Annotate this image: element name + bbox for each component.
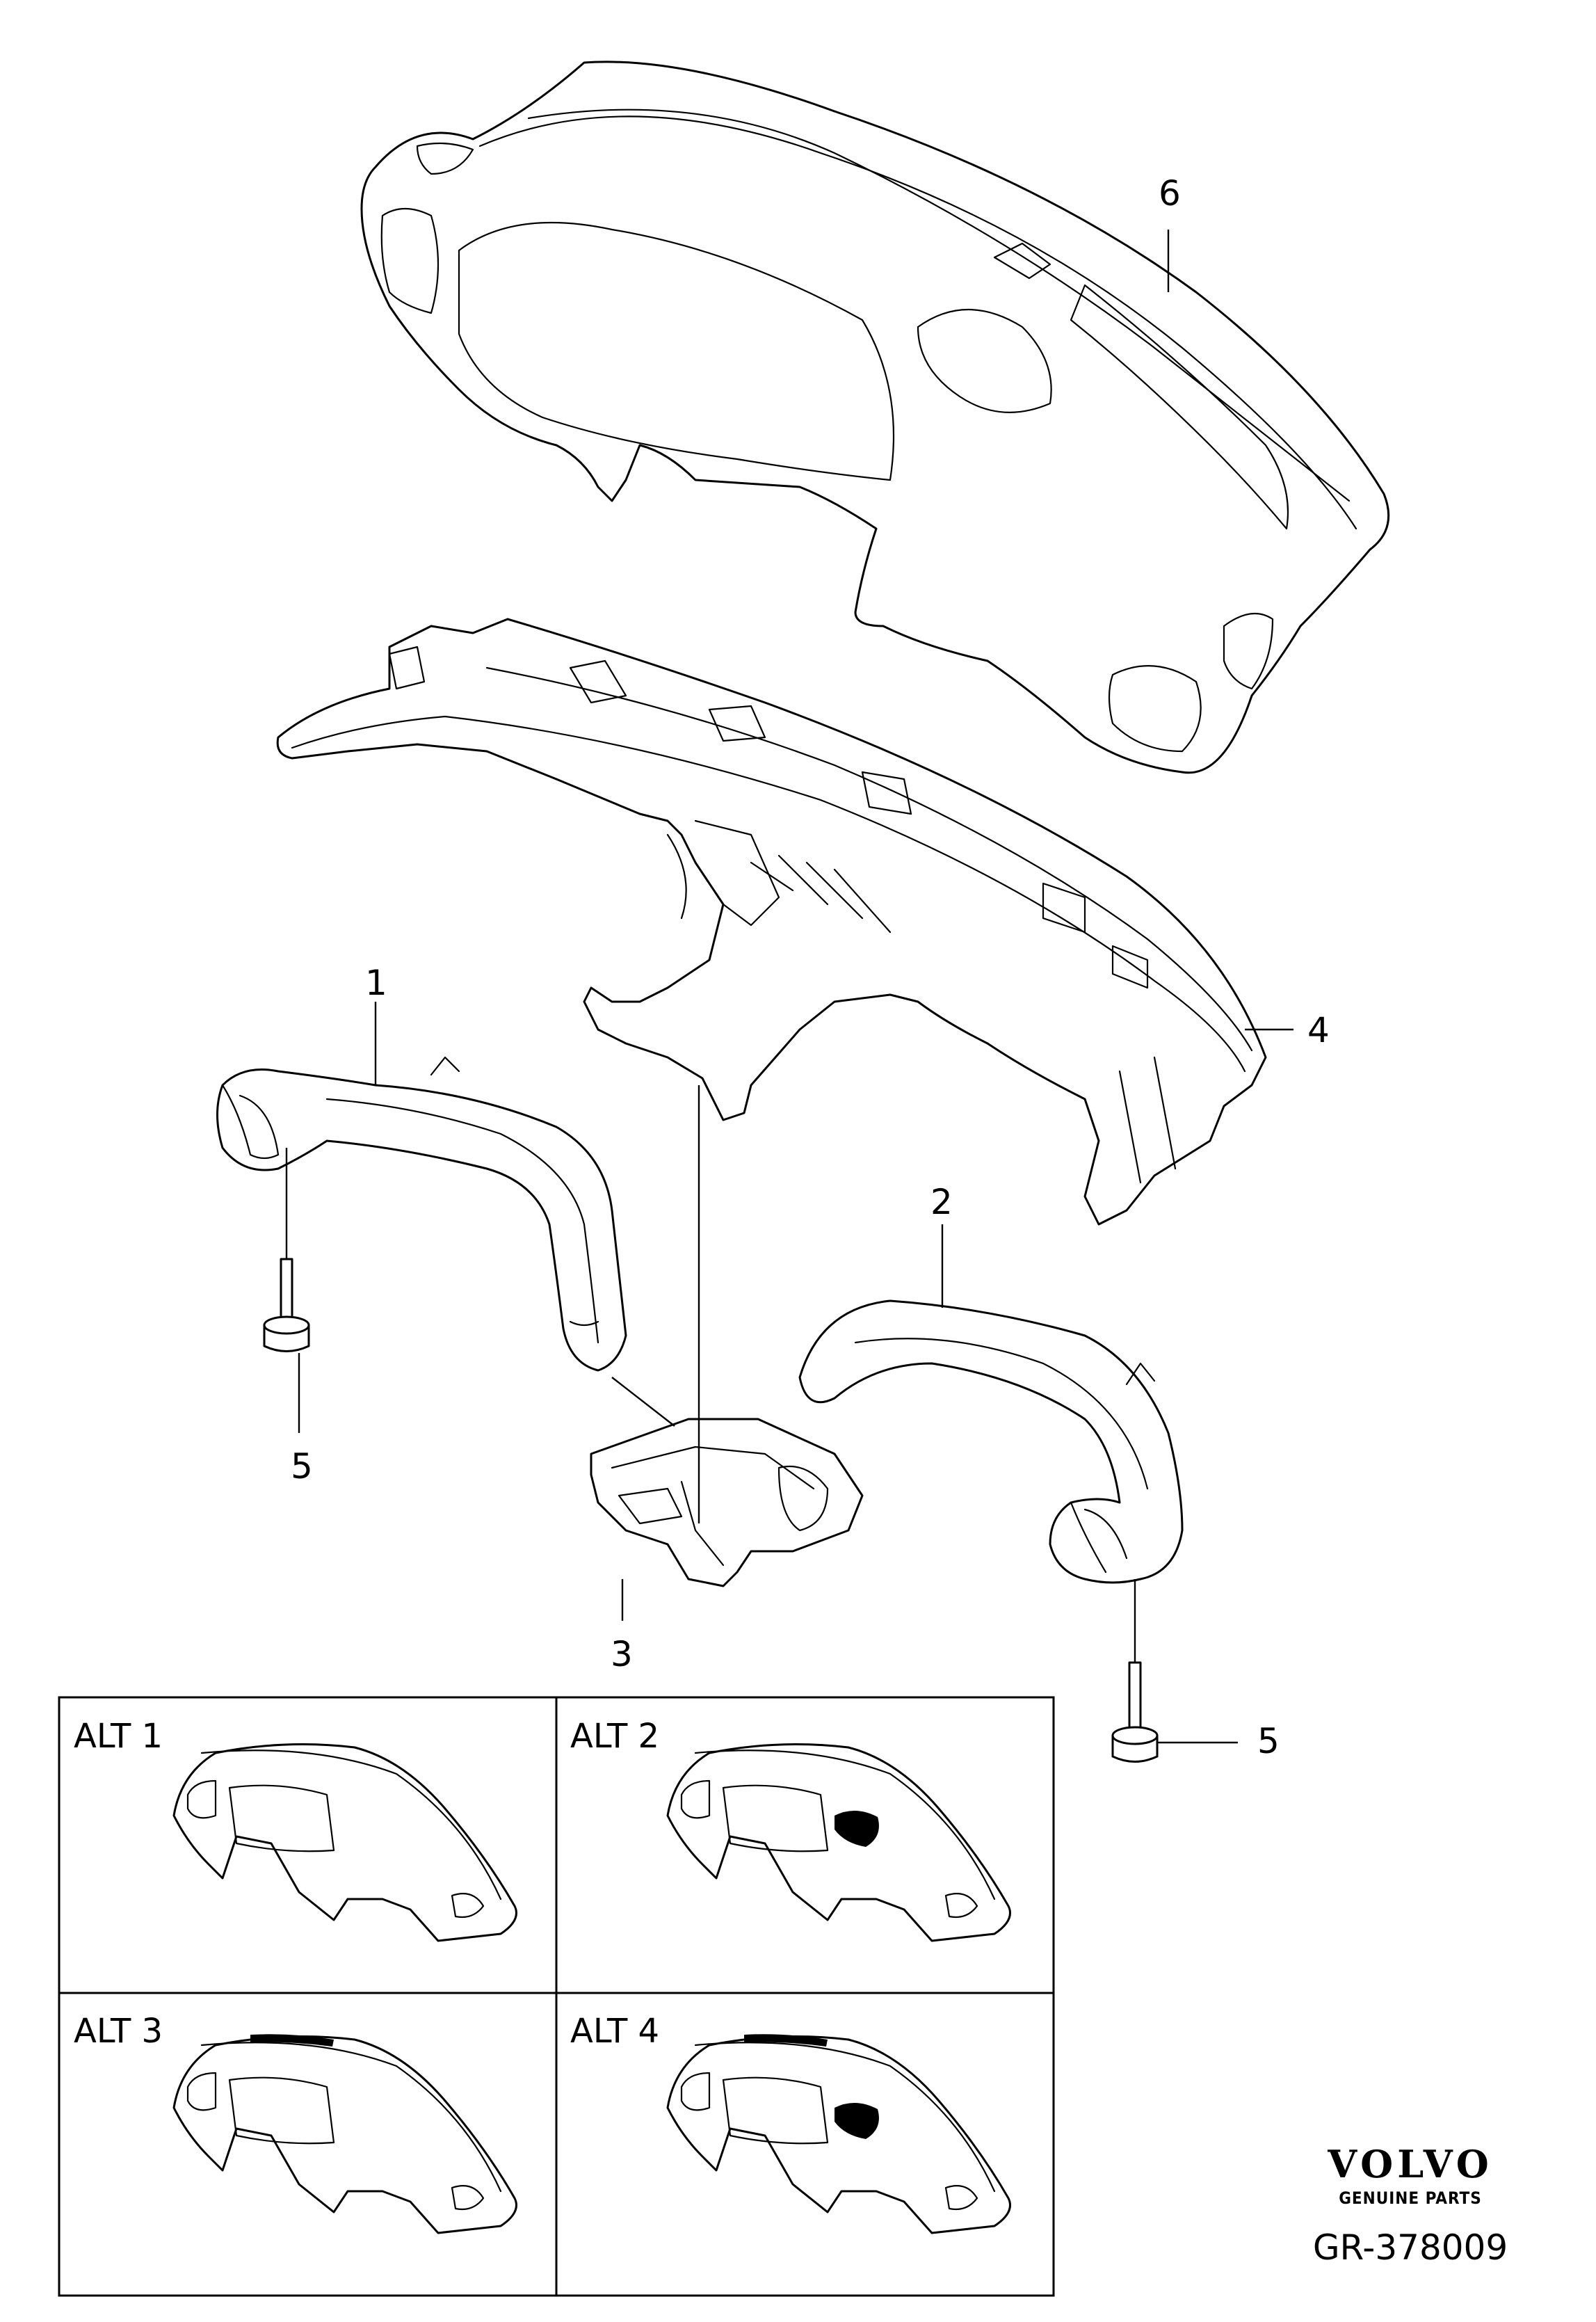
callout-5-right: 5 xyxy=(1257,1721,1280,1761)
alt-2-center-vent xyxy=(835,1810,879,1847)
callout-1: 1 xyxy=(365,963,387,1003)
callout-3: 3 xyxy=(611,1634,633,1674)
alt-2-dashboard xyxy=(666,1743,1011,1942)
brand-logo: VOLVO xyxy=(1327,2142,1493,2186)
brand-tagline: GENUINE PARTS xyxy=(1339,2188,1482,2208)
alt-4-dashboard xyxy=(666,2034,1011,2234)
alt-4-defrost-grille xyxy=(744,2034,828,2047)
alt-1-dashboard xyxy=(172,1743,517,1942)
center-duct xyxy=(590,1418,864,1587)
right-air-duct xyxy=(798,1299,1184,1584)
alt-3-dashboard xyxy=(172,2034,517,2234)
dashboard-panel xyxy=(360,61,1390,774)
alt-2-label: ALT 2 xyxy=(570,1717,659,1756)
alternatives-grid: ALT 1 ALT 2 ALT 3 ALT 4 xyxy=(58,1696,1055,2297)
alt-1-label: ALT 1 xyxy=(74,1717,163,1756)
left-air-duct xyxy=(216,1056,627,1372)
alt-3-label: ALT 3 xyxy=(74,2012,163,2051)
diagram-code: GR-378009 xyxy=(1313,2227,1508,2268)
fastener-left xyxy=(263,1258,310,1352)
callout-2: 2 xyxy=(930,1182,953,1222)
alt-3-defrost-grille xyxy=(250,2034,334,2047)
callout-6: 6 xyxy=(1159,173,1181,214)
leader-lines xyxy=(285,230,1293,1744)
brand-block: VOLVO GENUINE PARTS GR-378009 xyxy=(1313,2142,1508,2268)
dashboard-carrier xyxy=(276,618,1267,1226)
alt-4-label: ALT 4 xyxy=(570,2012,659,2051)
alt-4-center-vent xyxy=(835,2102,879,2139)
fastener-right xyxy=(1111,1661,1159,1763)
callout-4: 4 xyxy=(1307,1010,1330,1050)
callout-5-left: 5 xyxy=(291,1446,313,1487)
